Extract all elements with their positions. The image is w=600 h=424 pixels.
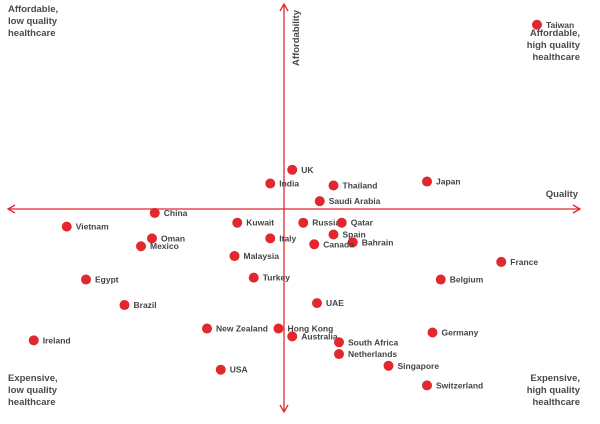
data-point-label: China [164, 208, 188, 218]
data-point-label: Australia [301, 331, 338, 341]
data-point [81, 274, 91, 285]
data-point [136, 241, 146, 252]
quadrant-line: Expensive, [8, 373, 58, 384]
data-point [435, 274, 446, 285]
data-point-label: Oman [161, 233, 185, 243]
data-point-label: UK [301, 165, 314, 175]
data-point [309, 239, 320, 250]
data-point [248, 272, 259, 283]
data-point [532, 19, 542, 30]
x-axis-arrow-left [6, 204, 16, 214]
data-point-label: Ireland [43, 335, 71, 345]
data-point [334, 337, 344, 348]
data-point [298, 217, 309, 228]
data-point-label: Mexico [150, 241, 179, 251]
data-point-label: New Zealand [216, 324, 268, 334]
data-point-label: UAE [326, 298, 344, 308]
data-point [422, 176, 432, 187]
data-point [334, 349, 344, 360]
data-point-label: Netherlands [348, 349, 397, 359]
quadrant-label-top-left: Affordable, low quality healthcare [8, 4, 128, 40]
data-point-label: Kuwait [246, 218, 274, 228]
quadrant-line: Affordable, [529, 28, 580, 39]
data-point-label: Germany [442, 327, 479, 337]
quadrant-line: Expensive, [530, 373, 580, 384]
data-point-label: France [510, 257, 538, 267]
data-point-label: Singapore [398, 361, 440, 371]
data-point [149, 207, 160, 218]
data-point [328, 229, 339, 240]
data-point-label: Hong Kong [288, 324, 334, 334]
data-point-label: Brazil [134, 300, 157, 310]
data-point [312, 298, 322, 309]
x-axis-arrow-right [572, 204, 582, 214]
quadrant-line: high quality [526, 40, 580, 51]
y-axis-arrow-bottom [279, 404, 289, 414]
data-point [383, 360, 394, 371]
data-point-label: South Africa [348, 337, 398, 347]
data-point-label: Spain [343, 229, 366, 239]
data-point [287, 164, 298, 175]
quadrant-line: healthcare [532, 397, 580, 408]
data-point [422, 380, 432, 391]
x-axis-label: Quality [546, 189, 579, 200]
data-point-label: Canada [323, 239, 354, 249]
quadrant-label-top-right: Affordable, high quality healthcare [460, 28, 580, 64]
quadrant-line: healthcare [8, 28, 56, 39]
quadrant-line: low quality [8, 16, 58, 27]
data-point-label: Japan [436, 177, 461, 187]
quadrant-line: healthcare [8, 397, 56, 408]
data-point [427, 327, 438, 338]
data-point [314, 196, 325, 207]
data-point-label: Taiwan [546, 20, 574, 30]
data-point-label: Italy [279, 233, 296, 243]
data-point [496, 256, 507, 267]
quadrant-line: healthcare [532, 52, 580, 63]
data-point [215, 364, 226, 375]
data-point-label: Saudi Arabia [329, 196, 381, 206]
data-point-label: Belgium [450, 275, 484, 285]
data-point [28, 335, 39, 346]
data-point [287, 331, 298, 342]
data-point-label: Qatar [351, 218, 374, 228]
data-point-label: Thailand [343, 180, 378, 190]
data-point-label: USA [230, 365, 248, 375]
data-point [202, 323, 212, 334]
data-point-label: Malaysia [244, 251, 280, 261]
quadrant-line: low quality [8, 385, 58, 396]
data-point [328, 180, 339, 191]
y-axis-arrow-top [279, 2, 289, 12]
quadrant-line: high quality [526, 385, 580, 396]
data-point [265, 178, 276, 189]
data-point-label: Russia [312, 218, 340, 228]
data-point [61, 221, 72, 232]
quadrant-label-bottom-left: Expensive, low quality healthcare [8, 373, 128, 409]
data-point [347, 237, 358, 248]
data-point [119, 300, 130, 311]
data-point [147, 233, 157, 244]
data-point [273, 323, 284, 334]
data-point-label: Switzerland [436, 380, 483, 390]
quadrant-line: Affordable, [8, 4, 59, 15]
data-point-label: Turkey [263, 273, 291, 283]
data-point [336, 217, 347, 228]
data-point-label: Egypt [95, 275, 119, 285]
data-point [232, 217, 243, 228]
data-point-label: Vietnam [76, 222, 109, 232]
data-point [265, 233, 276, 244]
quadrant-label-bottom-right: Expensive, high quality healthcare [460, 373, 580, 409]
data-point-label: Bahrain [362, 237, 394, 247]
y-axis-label: Affordability [291, 9, 302, 66]
data-point [229, 251, 240, 262]
data-point-label: India [279, 179, 299, 189]
